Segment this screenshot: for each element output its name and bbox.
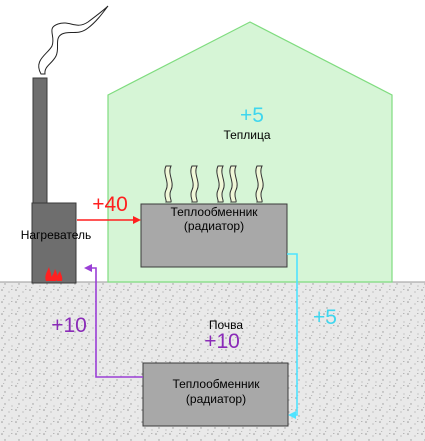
heater-label: Нагреватель xyxy=(21,228,92,242)
soil-label: Почва xyxy=(209,318,244,332)
soil-pipe-temperature: +5 xyxy=(313,306,337,329)
heat-waves xyxy=(164,165,264,203)
upper-heat-exchanger xyxy=(140,203,288,268)
chimney xyxy=(32,77,48,205)
lower-exchanger-line2: (радиатор) xyxy=(186,392,246,406)
smoke-icon xyxy=(38,5,109,75)
heat-wave-icon xyxy=(229,165,238,203)
heater-output-temperature: +40 xyxy=(92,193,128,216)
return-pipe-temperature: +10 xyxy=(51,314,87,337)
greenhouse-label: Теплица xyxy=(223,128,270,142)
flame-icon xyxy=(45,267,58,281)
heat-wave-icon xyxy=(190,165,199,203)
return-pipe xyxy=(91,267,143,378)
heater-body xyxy=(31,202,77,284)
soil-temperature: +10 xyxy=(204,330,240,353)
cold-pipe-arrowhead xyxy=(288,411,296,419)
lower-heat-exchanger xyxy=(142,362,289,427)
heat-wave-icon xyxy=(164,165,173,203)
upper-exchanger-line1: Теплообменник xyxy=(170,205,258,219)
return-pipe-arrowhead xyxy=(84,264,92,272)
heat-wave-icon xyxy=(216,165,225,203)
heat-wave-icon xyxy=(255,165,264,203)
lower-exchanger-line1: Теплообменник xyxy=(172,377,260,391)
greenhouse-temperature: +5 xyxy=(240,104,264,127)
flame-icon-small xyxy=(56,271,63,281)
hot-pipe-arrowhead xyxy=(133,216,141,224)
upper-exchanger-line2: (радиатор) xyxy=(184,219,244,233)
